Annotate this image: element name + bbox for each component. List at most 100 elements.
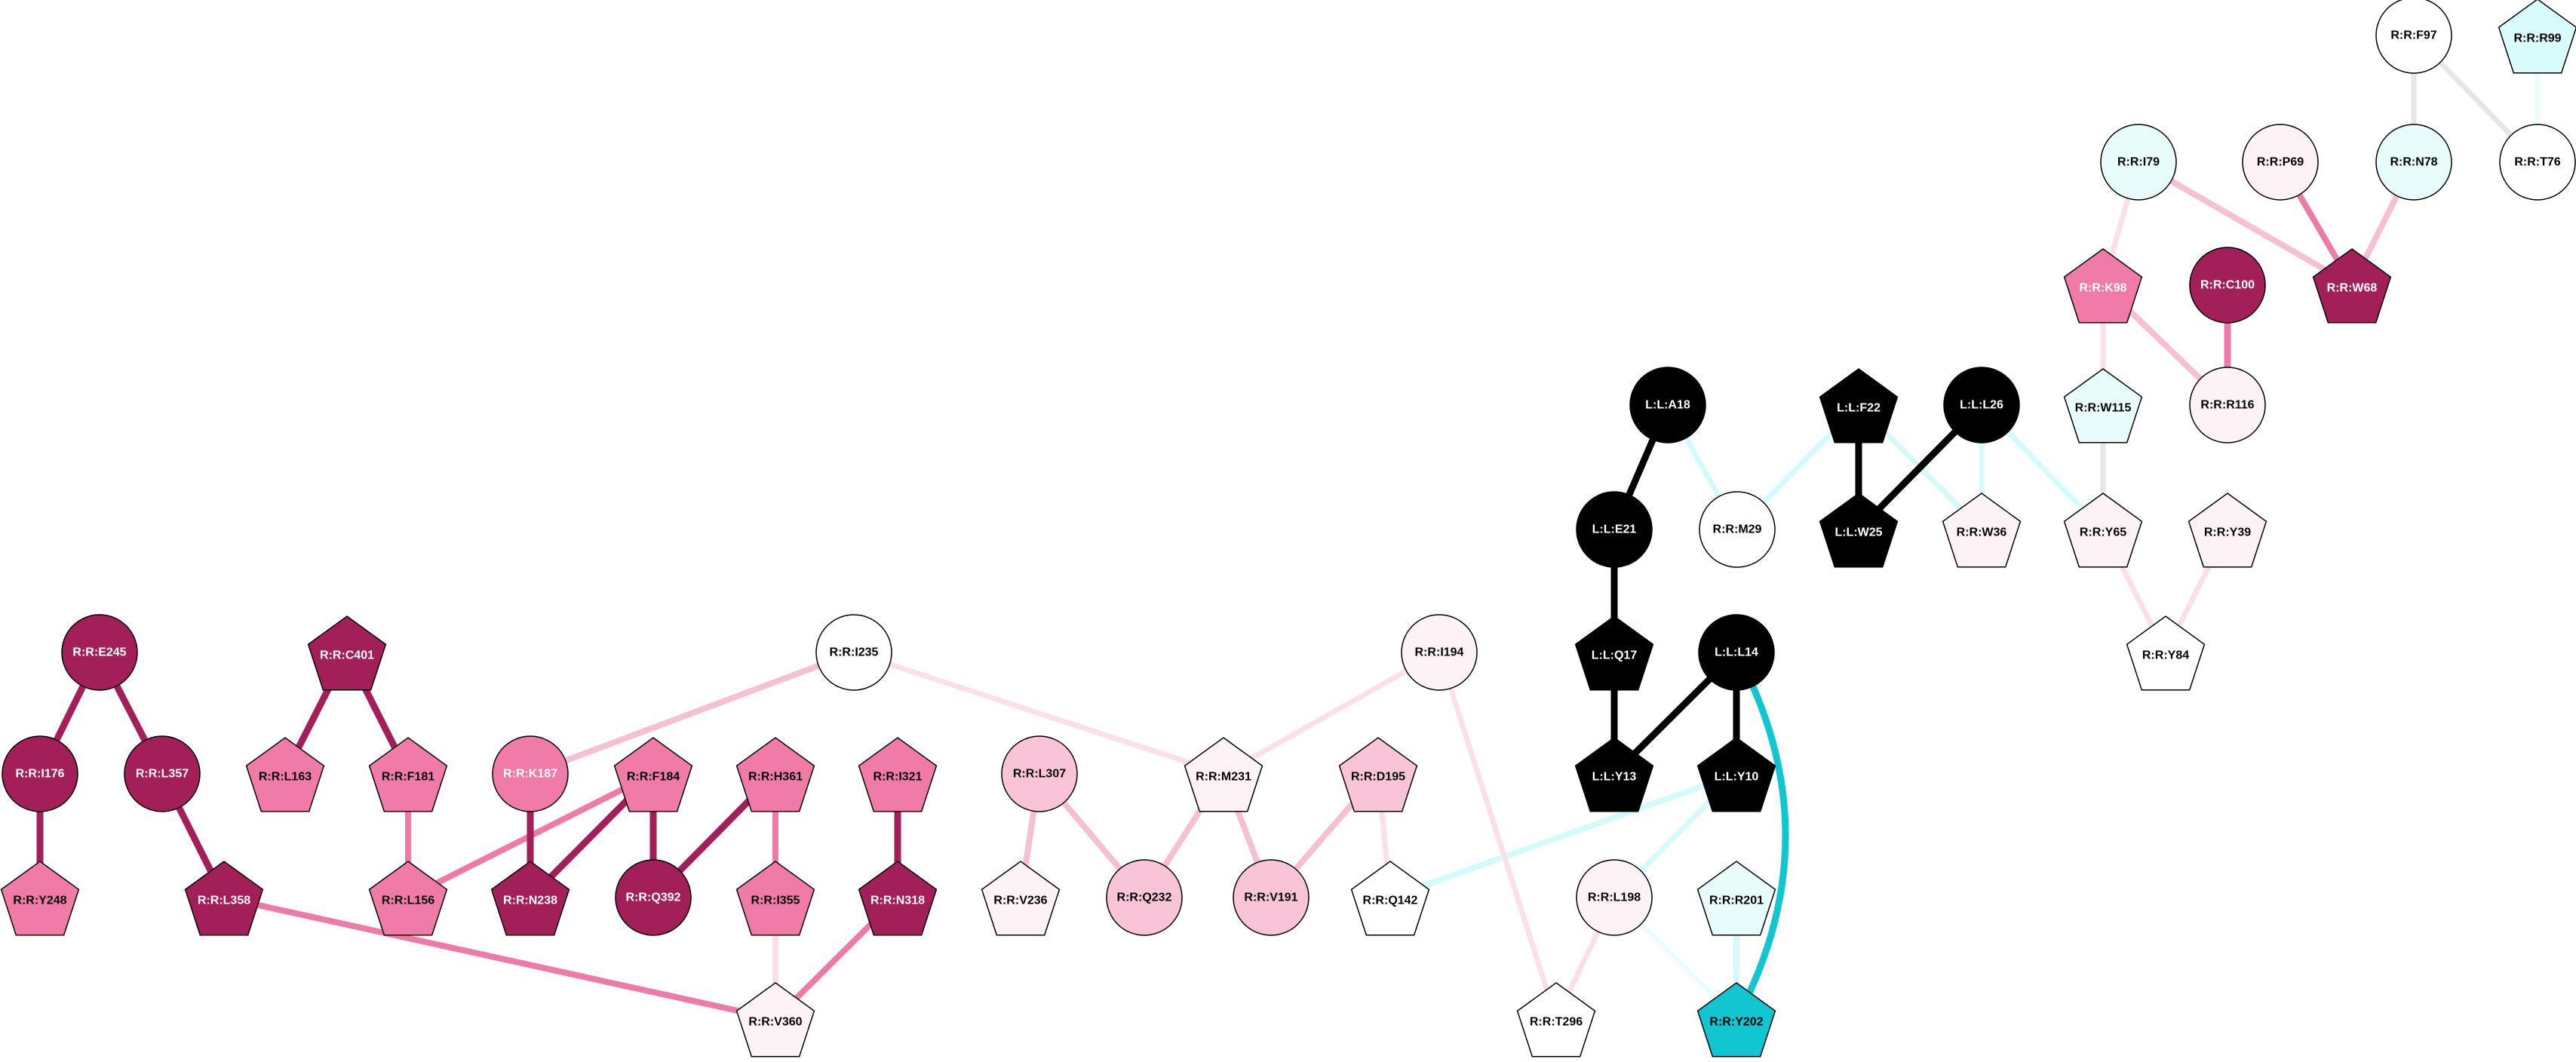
node-shape-l-l-q17 — [1574, 615, 1654, 691]
node-r-r-n238[interactable]: R:R:N238 — [490, 861, 570, 936]
node-r-r-k187[interactable]: R:R:K187 — [492, 735, 569, 812]
edge-r-r-l358-to-r-r-v360 — [221, 895, 778, 1022]
node-label-l-l-f22: L:L:F22 — [1837, 402, 1881, 415]
node-r-r-i235[interactable]: R:R:I235 — [815, 614, 892, 691]
node-r-r-d195[interactable]: R:R:D195 — [1338, 737, 1418, 812]
node-shape-r-r-i176 — [2, 735, 78, 812]
node-shape-l-l-l14 — [1698, 614, 1775, 691]
node-label-r-r-w36: R:R:W36 — [1957, 526, 2007, 539]
node-label-r-r-h361: R:R:H361 — [748, 771, 803, 784]
node-l-l-w25[interactable]: L:L:W25 — [1819, 493, 1899, 568]
node-r-r-l163[interactable]: R:R:L163 — [245, 737, 325, 812]
node-r-r-y248[interactable]: R:R:Y248 — [0, 861, 80, 936]
node-shape-r-r-v191 — [1233, 859, 1309, 936]
node-r-r-l357[interactable]: R:R:L357 — [124, 735, 201, 812]
node-r-r-q232[interactable]: R:R:Q232 — [1106, 859, 1183, 936]
node-r-r-q142[interactable]: R:R:Q142 — [1350, 861, 1430, 936]
node-r-r-l358[interactable]: R:R:L358 — [184, 861, 264, 936]
node-r-r-i176[interactable]: R:R:I176 — [2, 735, 78, 812]
node-shape-l-l-y13 — [1574, 737, 1654, 812]
node-label-l-l-y13: L:L:Y13 — [1592, 771, 1637, 784]
node-r-r-v191[interactable]: R:R:V191 — [1233, 859, 1309, 936]
edge-r-r-i194-to-r-r-t296 — [1436, 649, 1559, 1022]
node-r-r-c100[interactable]: R:R:C100 — [2189, 247, 2266, 324]
node-label-l-l-l26: L:L:L26 — [1960, 399, 2003, 412]
node-r-r-i355[interactable]: R:R:I355 — [735, 861, 815, 936]
node-label-r-r-f184: R:R:F184 — [627, 771, 680, 784]
node-r-r-f181[interactable]: R:R:F181 — [368, 737, 448, 812]
node-r-r-w36[interactable]: R:R:W36 — [1942, 493, 2022, 568]
node-r-r-y84[interactable]: R:R:Y84 — [2126, 615, 2206, 691]
node-r-r-l156[interactable]: R:R:L156 — [368, 861, 448, 936]
node-r-r-c401[interactable]: R:R:C401 — [307, 615, 387, 691]
node-shape-r-r-t76 — [2499, 124, 2576, 201]
node-r-r-n78[interactable]: R:R:N78 — [2375, 124, 2452, 201]
node-r-r-m29[interactable]: R:R:M29 — [1699, 491, 1776, 568]
node-shape-r-r-m231 — [1184, 737, 1263, 812]
node-shape-r-r-q142 — [1350, 861, 1430, 936]
node-r-r-l198[interactable]: R:R:L198 — [1576, 859, 1653, 936]
node-shape-r-r-l307 — [1001, 735, 1078, 812]
node-r-r-i79[interactable]: R:R:I79 — [2100, 124, 2177, 201]
node-label-r-r-i79: R:R:I79 — [2117, 156, 2160, 169]
node-shape-r-r-n318 — [858, 861, 938, 936]
node-label-r-r-w68: R:R:W68 — [2327, 282, 2378, 295]
node-shape-l-l-a18 — [1629, 367, 1706, 444]
node-r-r-r99[interactable]: R:R:R99 — [2498, 0, 2576, 74]
node-shape-r-r-v360 — [735, 982, 815, 1057]
edge-l-l-l14-to-r-r-y202 — [1733, 649, 1789, 1023]
node-r-r-y65[interactable]: R:R:Y65 — [2063, 493, 2143, 568]
node-r-r-r116[interactable]: R:R:R116 — [2189, 367, 2266, 444]
node-r-r-e245[interactable]: R:R:E245 — [61, 614, 138, 691]
node-shape-r-r-l156 — [368, 861, 448, 936]
node-l-l-y10[interactable]: L:L:Y10 — [1696, 737, 1776, 812]
node-r-r-k98[interactable]: R:R:K98 — [2063, 248, 2143, 324]
node-l-l-l14[interactable]: L:L:L14 — [1698, 614, 1775, 691]
node-l-l-a18[interactable]: L:L:A18 — [1629, 367, 1706, 444]
node-r-r-i321[interactable]: R:R:I321 — [858, 737, 938, 812]
node-shape-r-r-q392 — [615, 859, 692, 936]
node-label-r-r-n238: R:R:N238 — [503, 895, 557, 907]
node-r-r-t76[interactable]: R:R:T76 — [2499, 124, 2576, 201]
node-r-r-n318[interactable]: R:R:N318 — [858, 861, 938, 936]
node-r-r-w68[interactable]: R:R:W68 — [2312, 248, 2392, 324]
node-label-r-r-y248: R:R:Y248 — [13, 895, 66, 907]
node-shape-l-l-e21 — [1576, 491, 1653, 568]
node-label-l-l-y10: L:L:Y10 — [1715, 771, 1759, 784]
node-r-r-w115[interactable]: R:R:W115 — [2063, 368, 2143, 444]
node-r-r-m231[interactable]: R:R:M231 — [1184, 737, 1263, 812]
node-label-r-r-n318: R:R:N318 — [870, 895, 925, 907]
node-label-r-r-i321: R:R:I321 — [874, 771, 923, 784]
node-shape-r-r-f184 — [613, 737, 693, 812]
node-shape-l-l-f22 — [1819, 368, 1899, 444]
node-shape-r-r-r99 — [2498, 0, 2576, 74]
node-r-r-v360[interactable]: R:R:V360 — [735, 982, 815, 1057]
node-r-r-y202[interactable]: R:R:Y202 — [1696, 982, 1776, 1057]
node-r-r-t296[interactable]: R:R:T296 — [1516, 982, 1596, 1057]
node-l-l-e21[interactable]: L:L:E21 — [1576, 491, 1653, 568]
node-shape-r-r-y248 — [0, 861, 80, 936]
node-r-r-q392[interactable]: R:R:Q392 — [615, 859, 692, 936]
node-r-r-f184[interactable]: R:R:F184 — [613, 737, 693, 812]
node-label-r-r-y39: R:R:Y39 — [2204, 526, 2251, 539]
node-shape-r-r-y84 — [2126, 615, 2206, 691]
node-label-r-r-v191: R:R:V191 — [1244, 892, 1297, 904]
node-label-r-r-t296: R:R:T296 — [1530, 1016, 1583, 1029]
node-shape-r-r-p69 — [2242, 124, 2319, 201]
node-l-l-l26[interactable]: L:L:L26 — [1943, 367, 2020, 444]
node-r-r-p69[interactable]: R:R:P69 — [2242, 124, 2319, 201]
node-l-l-q17[interactable]: L:L:Q17 — [1574, 615, 1654, 691]
node-label-r-r-q232: R:R:Q232 — [1117, 892, 1172, 904]
node-label-r-r-q142: R:R:Q142 — [1363, 895, 1418, 907]
node-r-r-v236[interactable]: R:R:V236 — [981, 861, 1061, 936]
node-l-l-f22[interactable]: L:L:F22 — [1819, 368, 1899, 444]
node-r-r-y39[interactable]: R:R:Y39 — [2188, 493, 2267, 568]
node-shape-r-r-v236 — [981, 861, 1061, 936]
node-r-r-r201[interactable]: R:R:R201 — [1696, 861, 1776, 936]
node-r-r-h361[interactable]: R:R:H361 — [735, 737, 815, 812]
node-r-r-l307[interactable]: R:R:L307 — [1001, 735, 1078, 812]
node-l-l-y13[interactable]: L:L:Y13 — [1574, 737, 1654, 812]
node-r-r-i194[interactable]: R:R:I194 — [1401, 614, 1478, 691]
node-r-r-f97[interactable]: R:R:F97 — [2375, 0, 2452, 74]
